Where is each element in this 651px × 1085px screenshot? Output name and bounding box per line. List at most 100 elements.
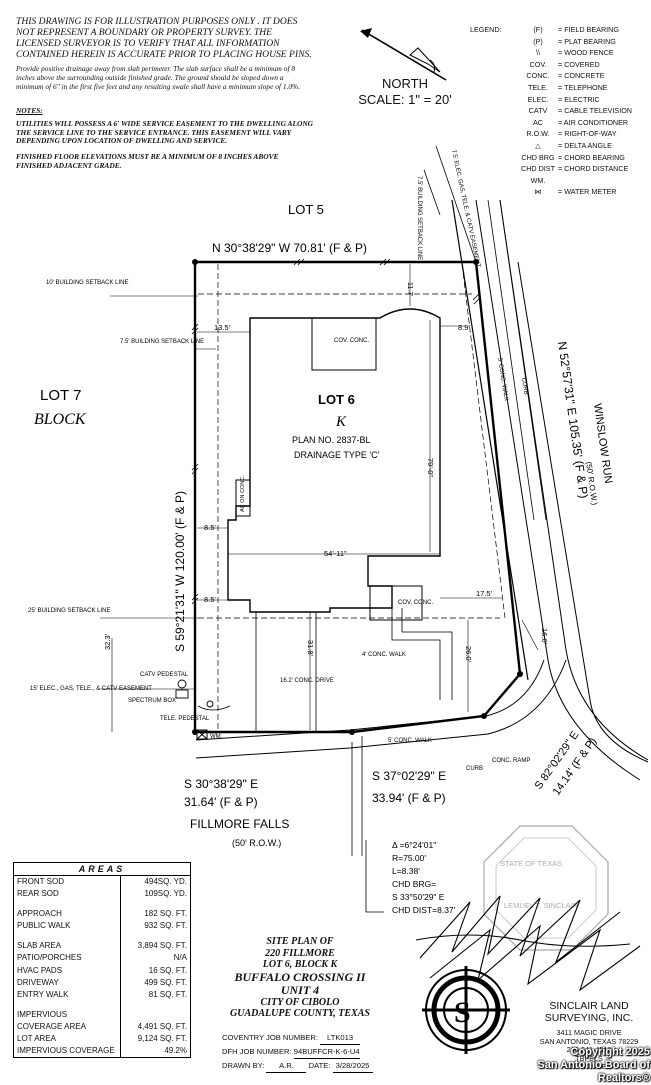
dim-13-5: 13.5' (214, 323, 231, 332)
company-city: SAN ANTONIO, TEXAS 78229 (539, 1036, 639, 1046)
dim-16-0: 16.0' (540, 628, 549, 645)
dim-26-0: 26.0' (464, 646, 473, 663)
bearing-top: N 30°38'29" W 70.81' (F & P) (212, 241, 367, 255)
site-plan-county: GUADALUPE COUNTY, TEXAS (230, 1008, 370, 1020)
dim-79-0: 79'-0" (426, 458, 435, 477)
svg-text:S: S (454, 996, 471, 1029)
legend-row: COV. = COVERED (470, 59, 650, 71)
legend-row: CHD BRG= CHORD BEARING (470, 152, 650, 164)
areas-title: AREAS (14, 863, 190, 876)
conc-walk-side: 5' CONC. WALK (496, 357, 509, 401)
street-fillmore-row: (50' R.O.W.) (232, 838, 281, 848)
legend-desc: = CONCRETE (558, 71, 605, 81)
water-meter-icon (196, 729, 208, 740)
conc-drive: 16.2' CONC. DRIVE (280, 678, 334, 684)
note-floor-elevation: FINISHED FLOOR ELEVATIONS MUST BE A MINI… (16, 152, 279, 170)
seal-state-text: STATE OF TEXAS (500, 859, 562, 868)
wm-label: WM. (210, 734, 223, 740)
curve-chord-bearing-label: CHD BRG= (392, 879, 436, 889)
site-plan-unit: UNIT 4 (280, 982, 320, 997)
block-label: BLOCK (34, 411, 87, 428)
company-name-2: SURVEYING, INC. (544, 1012, 634, 1024)
legend-symbol: CHD DIST (521, 164, 555, 174)
legend-row: LEGEND: (F) = FIELD BEARING (470, 24, 650, 36)
legend-desc: = ELECTRIC (558, 94, 600, 104)
curve-chord-bearing: S 33°50'29" E (392, 892, 445, 902)
street-fillmore-falls: FILLMORE FALLS (190, 817, 289, 831)
bearing-bottom-right-dist: 33.94' (F & P) (372, 791, 446, 805)
legend-desc: = TELEPHONE (558, 82, 608, 92)
conc-walk-4: 4' CONC. WALK (362, 652, 406, 658)
legend-symbol: R.O.W. (526, 129, 550, 139)
house-footprint (227, 308, 441, 621)
setback-lines (198, 263, 506, 730)
company-logo-icon: S (422, 966, 510, 1054)
conc-walk-front: 5' CONC. WALK (388, 738, 432, 744)
dim-8-9: 8.9' (458, 323, 470, 332)
company-tbpels: TBPELS (575, 1053, 603, 1063)
ac-on-conc: AC ON CONC. (240, 475, 246, 512)
legend-desc: = DELTA ANGLE (558, 140, 612, 150)
catv-pedestal-label: CATV PEDESTAL (140, 672, 189, 678)
dim-32-3: 32.3' (103, 633, 112, 650)
legend-desc: = WOOD FENCE (558, 48, 614, 58)
legend-desc: = CHORD BEARING (558, 152, 625, 162)
legend-symbol: CONC. (526, 71, 550, 81)
winslow-run-road (423, 145, 649, 781)
curb-bottom: CURB (466, 766, 483, 772)
legend-symbol: (P) (533, 36, 543, 46)
dim-31-8: 31.8' (306, 640, 315, 657)
site-plan-address: 220 FILLMORE (265, 947, 335, 959)
curb-right: CURB (520, 377, 529, 395)
site-plan-lot: LOT 6, BLOCK K (262, 959, 338, 971)
drawn-by: DRAWN BY: A.R. DATE: 3/28/2025 (222, 1059, 472, 1073)
areas-row: IMPERVIOUS (14, 1008, 190, 1021)
site-plan-line: SITE PLAN OF (266, 936, 334, 947)
conc-ramp: CONC. RAMP (492, 758, 530, 764)
easement-left-label: 15' ELEC., GAS, TELE., & CATV EASEMENT (30, 686, 152, 692)
legend-symbol: (F) (533, 25, 543, 34)
dim-8-5-b: 8.5' (204, 595, 216, 604)
bearing-bottom-left-dist: 31.64' (F & P) (184, 795, 258, 809)
legend-symbol: CHD BRG (521, 152, 555, 162)
tele-pedestal-label: TELE. PEDESTAL (160, 716, 210, 722)
legend-row: TELE.= TELEPHONE (470, 82, 650, 94)
notes-section: NOTES: UTILITIES WILL POSSESS A 6' WIDE … (16, 106, 316, 178)
watermark-line-2: San Antonio Board of Realtors® (537, 1059, 650, 1084)
legend-row: ⋈= WATER METER (470, 186, 650, 198)
legend-row: AC= AIR CONDITIONER (470, 117, 650, 129)
legend-symbol: WM. (530, 175, 546, 185)
legend-row: CATV= CABLE TELEVISION (470, 105, 650, 117)
legend-desc: = WATER METER (558, 187, 617, 197)
catv-pedestal-icon (177, 679, 187, 689)
bearing-right: N 52°57'31" E 105.35' (F & P) (555, 340, 591, 499)
curve-delta: Δ =6°24'01" (392, 840, 436, 850)
legend-desc: = CABLE TELEVISION (558, 106, 632, 116)
setback-75-left-label: 7.5' BUILDING SETBACK LINE (120, 339, 204, 345)
surveyor-signature (415, 895, 641, 992)
legend-desc: = AIR CONDITIONER (558, 117, 629, 127)
curve-length: L=8.38' (392, 866, 420, 876)
north-block: NORTH SCALE: 1" = 20' (340, 76, 470, 108)
legend: LEGEND: (F) = FIELD BEARING (P)= PLAT BE… (470, 24, 650, 198)
legend-row: WM. (470, 175, 650, 187)
north-label: NORTH (382, 76, 428, 91)
tele-pedestal-icon (206, 700, 214, 708)
lot6-block-letter: K (335, 414, 347, 430)
bearing-bottom-right: S 37°02'29" E (372, 769, 446, 783)
legend-row: \\= WOOD FENCE (470, 47, 650, 59)
legend-desc: = COVERED (558, 59, 600, 69)
dim-17-5: 17.5' (476, 589, 493, 598)
company-address: 3411 MAGIC DRIVE (556, 1028, 622, 1037)
lot-boundary (192, 259, 523, 735)
legend-symbol: △ (535, 140, 541, 150)
bearing-bottom-left: S 30°38'29" E (184, 777, 258, 791)
legend-symbol: COV. (529, 59, 547, 69)
site-plan-title: SITE PLAN OF 220 FILLMORE LOT 6, BLOCK K… (200, 936, 400, 1020)
